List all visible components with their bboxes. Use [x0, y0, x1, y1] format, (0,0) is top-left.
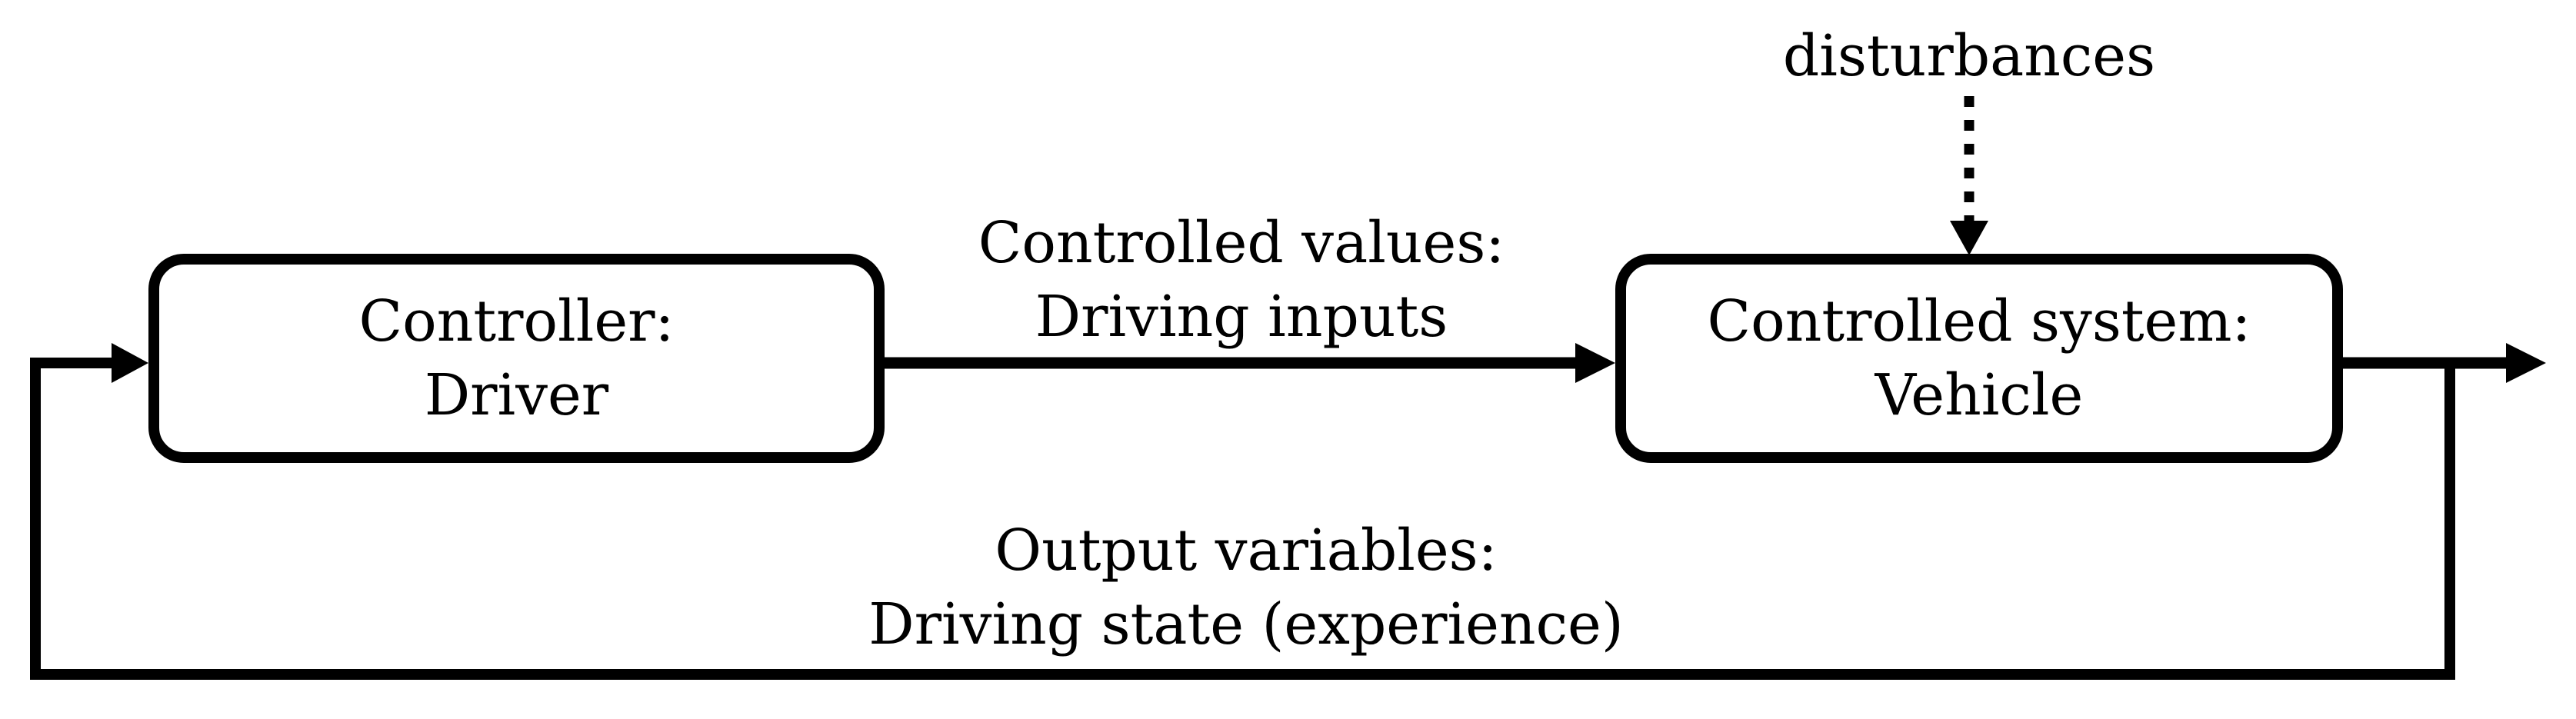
feedback-arrowhead-icon: [112, 343, 148, 383]
controller-box: Controller: Driver: [148, 254, 885, 463]
controlled-system-box-title: Controlled system:: [1707, 288, 2251, 355]
forward-edge-label-line2: Driving inputs: [1035, 284, 1448, 350]
controlled-system-box-subtitle: Vehicle: [1875, 362, 2084, 428]
output-arrowhead-icon: [2506, 343, 2546, 383]
feedback-loop-line: [30, 358, 2455, 680]
disturbance-label-text: disturbances: [1782, 23, 2156, 89]
disturbance-label: disturbances: [1738, 19, 2200, 93]
controller-box-subtitle: Driver: [424, 362, 609, 428]
controlled-system-box: Controlled system: Vehicle: [1615, 254, 2343, 463]
forward-edge-label: Controlled values: Driving inputs: [857, 206, 1626, 354]
forward-arrowhead-icon: [1575, 343, 1615, 383]
feedback-edge-label-line1: Output variables:: [995, 518, 1498, 584]
feedback-edge-label-line2: Driving state (experience): [868, 591, 1624, 657]
feedback-edge-label: Output variables: Driving state (experie…: [861, 514, 1631, 661]
disturbance-arrowhead-icon: [1950, 221, 1988, 255]
controller-box-title: Controller:: [358, 288, 675, 355]
forward-edge-label-line1: Controlled values:: [978, 210, 1505, 276]
